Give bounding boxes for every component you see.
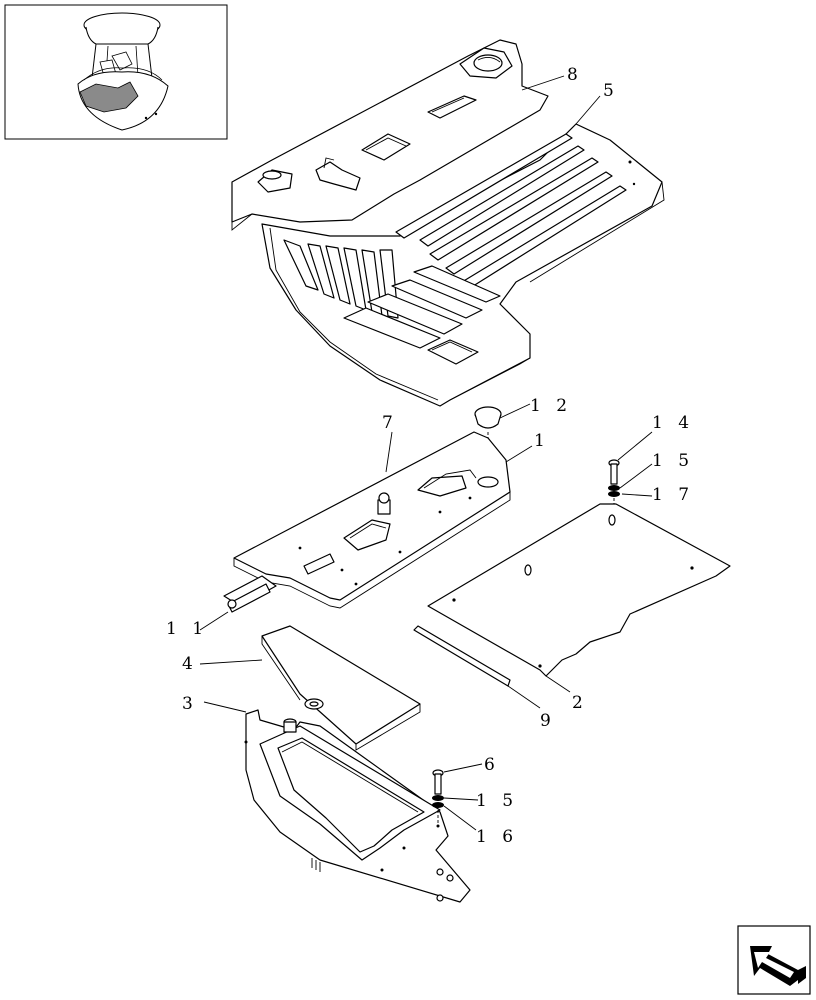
callout-11: 1 1 [166, 611, 229, 639]
callout-6: 6 [443, 755, 500, 775]
callout-2: 2 [545, 675, 588, 713]
next-page-arrow-icon[interactable] [737, 925, 811, 995]
callout-8-label: 8 [567, 65, 583, 85]
callout-15-top-label: 1 5 [652, 451, 694, 471]
part-5-floor-mat [261, 123, 665, 407]
callout-16: 1 6 [443, 805, 518, 847]
callout-9: 9 [507, 685, 556, 731]
callout-1-label: 1 [534, 431, 550, 451]
callout-14: 1 4 [617, 413, 694, 461]
callout-16-label: 1 6 [476, 827, 518, 847]
callout-4-label: 4 [182, 654, 198, 674]
callout-17-label: 1 7 [652, 485, 694, 505]
callout-5: 5 [575, 81, 619, 125]
callout-12: 1 2 [499, 396, 572, 419]
part-14-bolt-stack [608, 459, 620, 510]
part-3-step-bracket [244, 709, 471, 903]
callout-17: 1 7 [621, 485, 694, 505]
callout-5-label: 5 [603, 81, 619, 101]
part-9-strip [413, 625, 511, 687]
callout-15-bottom: 1 5 [443, 791, 518, 811]
callout-7: 7 [382, 413, 398, 473]
callout-12-label: 1 2 [530, 396, 572, 416]
callout-2-label: 2 [572, 693, 588, 713]
part-1-floor-plate [223, 431, 511, 613]
callout-7-label: 7 [382, 413, 398, 433]
part-2-mat-plate [427, 503, 731, 677]
callout-15-bottom-label: 1 5 [476, 791, 518, 811]
callout-8: 8 [521, 65, 583, 91]
part-6-bolt-stack [432, 769, 444, 826]
callout-3: 3 [182, 694, 247, 714]
cab-location-thumbnail [4, 4, 228, 140]
callout-3-label: 3 [182, 694, 198, 714]
part-8-cover-panel [231, 39, 549, 231]
callout-4: 4 [182, 654, 263, 674]
callout-15-top: 1 5 [619, 451, 694, 489]
callout-6-label: 6 [484, 755, 500, 775]
callout-11-label: 1 1 [166, 619, 208, 639]
part-4-panel [261, 625, 421, 751]
callout-9-label: 9 [540, 711, 556, 731]
callout-1: 1 [505, 431, 550, 463]
callout-14-label: 1 4 [652, 413, 694, 433]
